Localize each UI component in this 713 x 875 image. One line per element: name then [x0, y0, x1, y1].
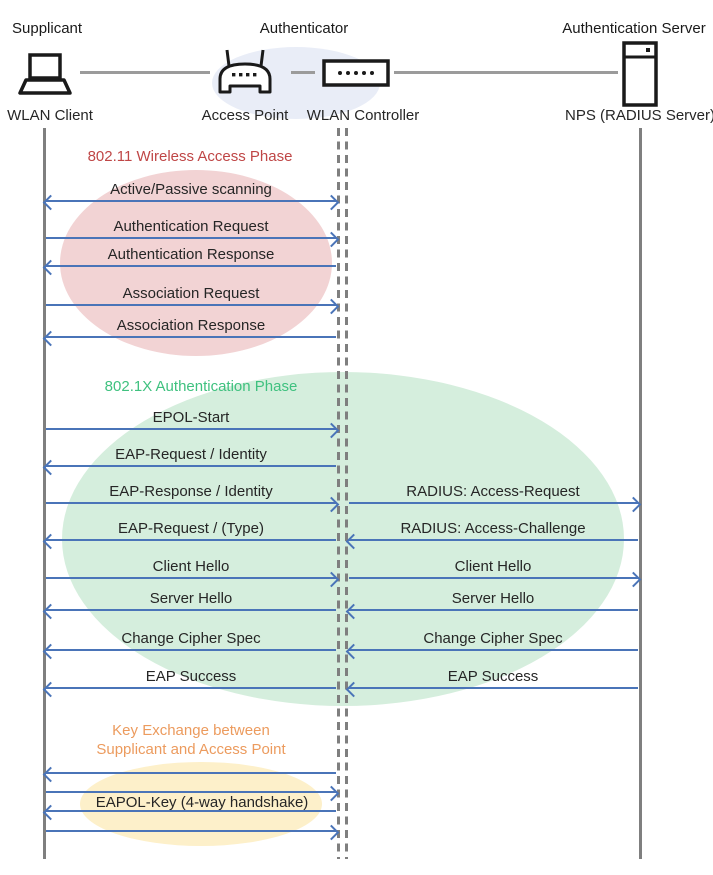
message-label: EPOL-Start [152, 409, 230, 426]
message-arrow [42, 766, 336, 782]
message-arrow [42, 681, 336, 697]
node-label-wlan-controller: WLAN Controller [306, 107, 420, 124]
wlan-controller-icon [322, 59, 390, 87]
message-arrow [345, 603, 638, 619]
message-label: Active/Passive scanning [110, 181, 272, 198]
lifeline-wlan-client [43, 128, 46, 859]
message-arrow [349, 496, 642, 512]
node-label-wlan-client: WLAN Client [7, 107, 93, 124]
node-label-access-point: Access Point [201, 107, 289, 124]
message-label: Client Hello [454, 558, 532, 575]
role-label-authentication-server: Authentication Server [562, 20, 706, 37]
message-label: Authentication Request [113, 218, 269, 235]
message-label: Association Response [116, 317, 266, 334]
connector-client-ap [80, 71, 210, 74]
message-arrow [345, 533, 638, 549]
lifeline-dashed-left [337, 128, 340, 859]
phase1-title: 802.11 Wireless Access Phase [87, 148, 293, 165]
lifeline-radius-server [639, 128, 642, 859]
phase3-title: Key Exchange between Supplicant and Acce… [96, 722, 286, 758]
message-arrow [42, 259, 336, 275]
message-arrow [345, 643, 638, 659]
message-label: EAP-Request / Identity [115, 446, 267, 463]
message-label: Change Cipher Spec [121, 630, 261, 647]
message-arrow [46, 422, 340, 438]
message-arrow [46, 824, 340, 840]
message-label: EAP Success [145, 668, 237, 685]
message-arrow [42, 603, 336, 619]
message-label: Change Cipher Spec [423, 630, 563, 647]
access-point-icon [218, 49, 272, 94]
message-label: EAP-Request / (Type) [118, 520, 264, 537]
message-arrow [42, 330, 336, 346]
message-arrow [46, 298, 340, 314]
message-arrow [42, 643, 336, 659]
message-label: EAP-Response / Identity [109, 483, 273, 500]
message-label: Association Request [122, 285, 260, 302]
connector-ap-controller [291, 71, 315, 74]
message-label: RADIUS: Access-Challenge [400, 520, 586, 537]
lifeline-dashed-right [345, 128, 348, 859]
node-label-nps-radius-server: NPS (RADIUS Server) [564, 107, 713, 124]
message-arrow [46, 496, 340, 512]
role-label-authenticator: Authenticator [259, 20, 349, 37]
message-label: EAP Success [447, 668, 539, 685]
message-label: RADIUS: Access-Request [406, 483, 580, 500]
role-label-supplicant: Supplicant [12, 20, 83, 37]
laptop-icon [18, 53, 72, 95]
message-arrow [42, 533, 336, 549]
message-arrow [42, 804, 336, 820]
message-label: Server Hello [149, 590, 233, 607]
message-arrow [46, 571, 340, 587]
phase3-ellipse [80, 762, 322, 846]
message-arrow [42, 459, 336, 475]
connector-controller-server [394, 71, 618, 74]
server-icon [622, 41, 658, 107]
message-arrow [46, 785, 340, 801]
message-arrow [349, 571, 642, 587]
message-label: Server Hello [451, 590, 535, 607]
eapol-key-label: EAPOL-Key (4-way handshake) [95, 794, 309, 811]
message-label: Authentication Response [107, 246, 275, 263]
message-label: Client Hello [152, 558, 230, 575]
message-arrow [42, 194, 340, 210]
message-arrow [46, 231, 340, 247]
message-arrow [345, 681, 638, 697]
phase2-title: 802.1X Authentication Phase [104, 378, 298, 395]
